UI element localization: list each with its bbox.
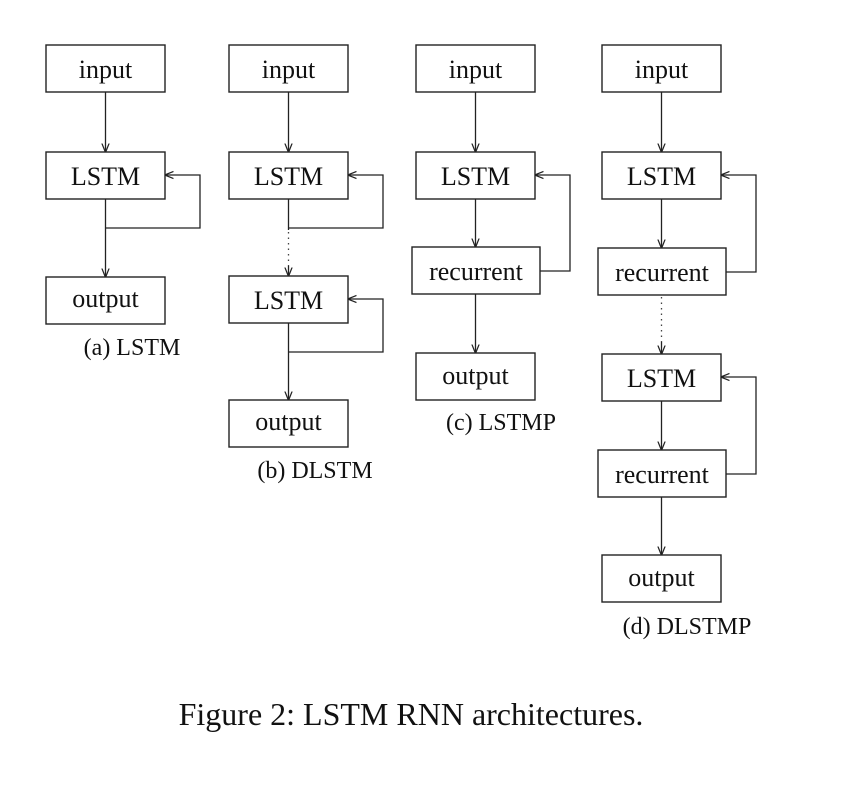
node-d-recurrent-2-label: recurrent	[615, 460, 710, 489]
diagram-d: input LSTM recurrent LSTM recurrent outp…	[597, 44, 757, 640]
diagram-a: input LSTM output (a) LSTM	[45, 44, 201, 361]
node-b-input: input	[228, 44, 349, 93]
node-c-input: input	[415, 44, 536, 93]
node-a-output: output	[45, 276, 166, 325]
edge-d-recurrence-1	[721, 175, 757, 273]
node-d-input: input	[601, 44, 722, 93]
edge-d-recurrence-2	[721, 377, 757, 475]
node-c-input-label: input	[449, 55, 503, 84]
node-d-recurrent-1: recurrent	[597, 247, 727, 296]
node-b-lstm-1: LSTM	[228, 151, 349, 200]
edge-b-recurrence-2	[288, 299, 384, 353]
node-b-lstm-2-label: LSTM	[254, 286, 323, 315]
node-b-output: output	[228, 399, 349, 448]
node-a-input: input	[45, 44, 166, 93]
node-c-lstm: LSTM	[415, 151, 536, 200]
edge-a-recurrence	[105, 175, 201, 229]
caption-b: (b) DLSTM	[257, 458, 372, 484]
node-c-recurrent-label: recurrent	[429, 257, 524, 286]
node-d-lstm-2-label: LSTM	[627, 364, 696, 393]
node-a-lstm-label: LSTM	[71, 162, 140, 191]
node-b-output-label: output	[255, 407, 322, 436]
node-d-recurrent-2: recurrent	[597, 449, 727, 498]
node-c-lstm-label: LSTM	[441, 162, 510, 191]
diagram-b: input LSTM LSTM output (b) DLSTM	[228, 44, 384, 484]
diagram-c: input LSTM recurrent output (c) LSTMP	[411, 44, 571, 436]
node-b-lstm-1-label: LSTM	[254, 162, 323, 191]
node-d-lstm-1: LSTM	[601, 151, 722, 200]
node-d-lstm-2: LSTM	[601, 353, 722, 402]
node-d-recurrent-1-label: recurrent	[615, 258, 710, 287]
node-d-lstm-1-label: LSTM	[627, 162, 696, 191]
edge-c-recurrence	[535, 175, 571, 272]
node-d-input-label: input	[635, 55, 689, 84]
figure-caption: Figure 2: LSTM RNN architectures.	[179, 696, 644, 732]
node-c-output-label: output	[442, 361, 509, 390]
node-b-input-label: input	[262, 55, 316, 84]
caption-a: (a) LSTM	[84, 335, 181, 361]
caption-c: (c) LSTMP	[446, 410, 556, 436]
node-d-output-label: output	[628, 563, 695, 592]
node-a-lstm: LSTM	[45, 151, 166, 200]
node-c-recurrent: recurrent	[411, 246, 541, 295]
caption-d: (d) DLSTMP	[623, 614, 752, 640]
node-a-output-label: output	[72, 284, 139, 313]
node-d-output: output	[601, 554, 722, 603]
node-b-lstm-2: LSTM	[228, 275, 349, 324]
node-a-input-label: input	[79, 55, 133, 84]
node-c-output: output	[415, 352, 536, 401]
edge-b-recurrence-1	[288, 175, 384, 229]
